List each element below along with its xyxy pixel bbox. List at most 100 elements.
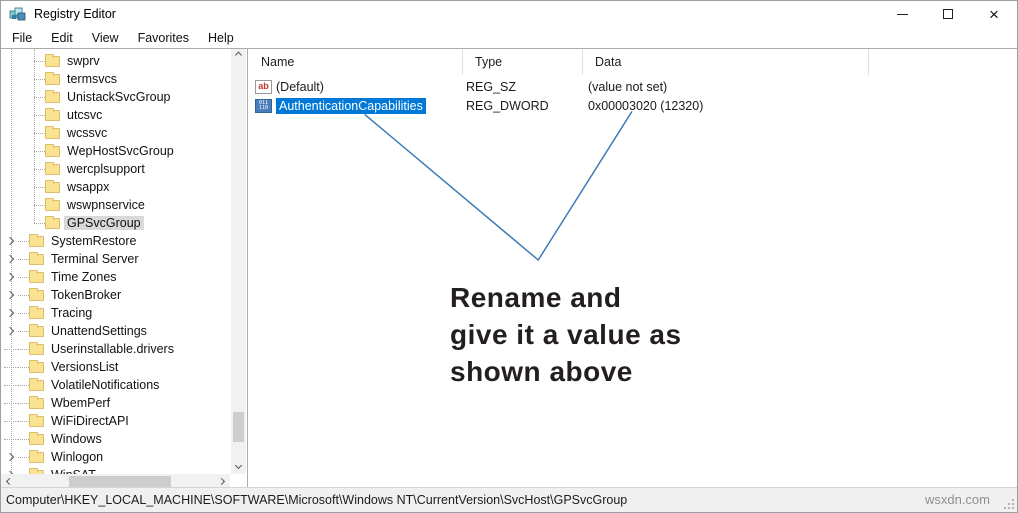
tree-connector [18, 402, 29, 404]
chevron-right-icon[interactable] [5, 326, 15, 336]
tree-connector [4, 420, 18, 422]
tree-vertical-scrollbar[interactable] [231, 49, 246, 474]
value-type: REG_SZ [466, 79, 517, 94]
scroll-down-button[interactable] [231, 459, 246, 474]
folder-icon [29, 341, 44, 355]
tree-connector [18, 312, 29, 314]
tree-item-tokenbroker[interactable]: TokenBroker [1, 286, 230, 304]
menu-favorites[interactable]: Favorites [137, 30, 189, 45]
folder-icon [29, 323, 44, 337]
menu-edit[interactable]: Edit [51, 30, 73, 45]
chevron-right-icon [217, 477, 226, 486]
tree-connector [18, 258, 29, 260]
tree-item-time-zones[interactable]: Time Zones [1, 268, 230, 286]
tree-item-unattendsettings[interactable]: UnattendSettings [1, 322, 230, 340]
chevron-right-icon[interactable] [5, 452, 15, 462]
menu-file[interactable]: File [12, 30, 33, 45]
tree-item-wsappx[interactable]: wsappx [1, 178, 230, 196]
resize-grip-icon[interactable] [1012, 507, 1014, 509]
tree-connector [34, 132, 45, 134]
tree-item-termsvcs[interactable]: termsvcs [1, 70, 230, 88]
folder-icon [29, 395, 44, 409]
tree-item-label: VolatileNotifications [51, 378, 160, 392]
horizontal-scroll-thumb[interactable] [69, 476, 171, 487]
annotation-line: give it a value as [450, 319, 682, 350]
tree-connector [34, 150, 45, 152]
folder-icon [29, 287, 44, 301]
chevron-down-icon [234, 461, 243, 470]
tree-connector [18, 420, 29, 422]
tree-item-userinstallable-drivers[interactable]: Userinstallable.drivers [1, 340, 230, 358]
maximize-button[interactable] [925, 1, 971, 27]
tree-item-windows[interactable]: Windows [1, 430, 230, 448]
tree-connector [4, 366, 18, 368]
tree-item-terminal-server[interactable]: Terminal Server [1, 250, 230, 268]
folder-icon [29, 305, 44, 319]
titlebar: Registry Editor × [1, 1, 1017, 27]
folder-icon [45, 71, 60, 85]
tree-item-winsat[interactable]: WinSAT [1, 466, 230, 474]
tree-item-label: UnistackSvcGroup [67, 90, 171, 104]
tree-item-label: WbemPerf [51, 396, 111, 410]
tree-horizontal-scrollbar[interactable] [1, 474, 230, 489]
menubar: File Edit View Favorites Help [1, 27, 1017, 49]
folder-icon [45, 53, 60, 67]
tree-item-systemrestore[interactable]: SystemRestore [1, 232, 230, 250]
close-icon: × [989, 4, 999, 24]
folder-icon [29, 467, 44, 474]
tree-item-wbemperf[interactable]: WbemPerf [1, 394, 230, 412]
tree-guide-line [11, 49, 12, 472]
chevron-right-icon[interactable] [5, 290, 15, 300]
folder-icon [45, 197, 60, 211]
maximize-icon [943, 9, 953, 19]
folder-icon [29, 251, 44, 265]
tree-connector [34, 60, 45, 62]
folder-icon [29, 269, 44, 283]
tree-item-wswpnservice[interactable]: wswpnservice [1, 196, 230, 214]
chevron-right-icon[interactable] [5, 236, 15, 246]
tree-item-utcsvc[interactable]: utcsvc [1, 106, 230, 124]
tree-connector [18, 276, 29, 278]
tree-item-gpsvcgroup[interactable]: GPSvcGroup [1, 214, 230, 232]
value-data: 0x00003020 (12320) [588, 98, 704, 113]
tree-item-volatilenotifications[interactable]: VolatileNotifications [1, 376, 230, 394]
tree-item-label: UnattendSettings [51, 324, 147, 338]
tree-item-tracing[interactable]: Tracing [1, 304, 230, 322]
column-header-type[interactable]: Type [463, 49, 583, 75]
tree-item-wcssvc[interactable]: wcssvc [1, 124, 230, 142]
vertical-scroll-thumb[interactable] [233, 412, 244, 442]
tree-item-label: Userinstallable.drivers [51, 342, 174, 356]
folder-icon [45, 179, 60, 193]
tree-item-label: TokenBroker [51, 288, 122, 302]
folder-icon [29, 359, 44, 373]
minimize-button[interactable] [879, 1, 925, 27]
tree-item-label: Windows [51, 432, 102, 446]
tree-connector [34, 186, 45, 188]
tree-item-versionslist[interactable]: VersionsList [1, 358, 230, 376]
list-header: Name Type Data [249, 49, 1017, 75]
menu-help[interactable]: Help [207, 30, 234, 45]
menu-view[interactable]: View [91, 30, 119, 45]
value-list-panel: Name Type Data ab (Default) REG_SZ (valu… [249, 49, 1017, 489]
folder-icon [45, 89, 60, 103]
scroll-up-button[interactable] [231, 49, 246, 64]
tree-connector [18, 366, 29, 368]
column-header-name[interactable]: Name [249, 49, 463, 75]
close-button[interactable]: × [971, 1, 1017, 27]
tree-item-unistacksvcgroup[interactable]: UnistackSvcGroup [1, 88, 230, 106]
chevron-right-icon[interactable] [5, 308, 15, 318]
folder-icon [29, 431, 44, 445]
column-header-data[interactable]: Data [583, 49, 869, 75]
tree-connector [18, 438, 29, 440]
chevron-right-icon[interactable] [5, 254, 15, 264]
tree-item-label: wsappx [67, 180, 110, 194]
tree-item-wifidirectapi[interactable]: WiFiDirectAPI [1, 412, 230, 430]
tree-item-wercplsupport[interactable]: wercplsupport [1, 160, 230, 178]
tree-connector [34, 78, 45, 80]
tree-item-wephostsvcgroup[interactable]: WepHostSvcGroup [1, 142, 230, 160]
tree-item-swprv[interactable]: swprv [1, 52, 230, 70]
chevron-right-icon[interactable] [5, 272, 15, 282]
tree-item-winlogon[interactable]: Winlogon [1, 448, 230, 466]
value-row-default[interactable]: ab (Default) REG_SZ (value not set) [249, 77, 1017, 96]
